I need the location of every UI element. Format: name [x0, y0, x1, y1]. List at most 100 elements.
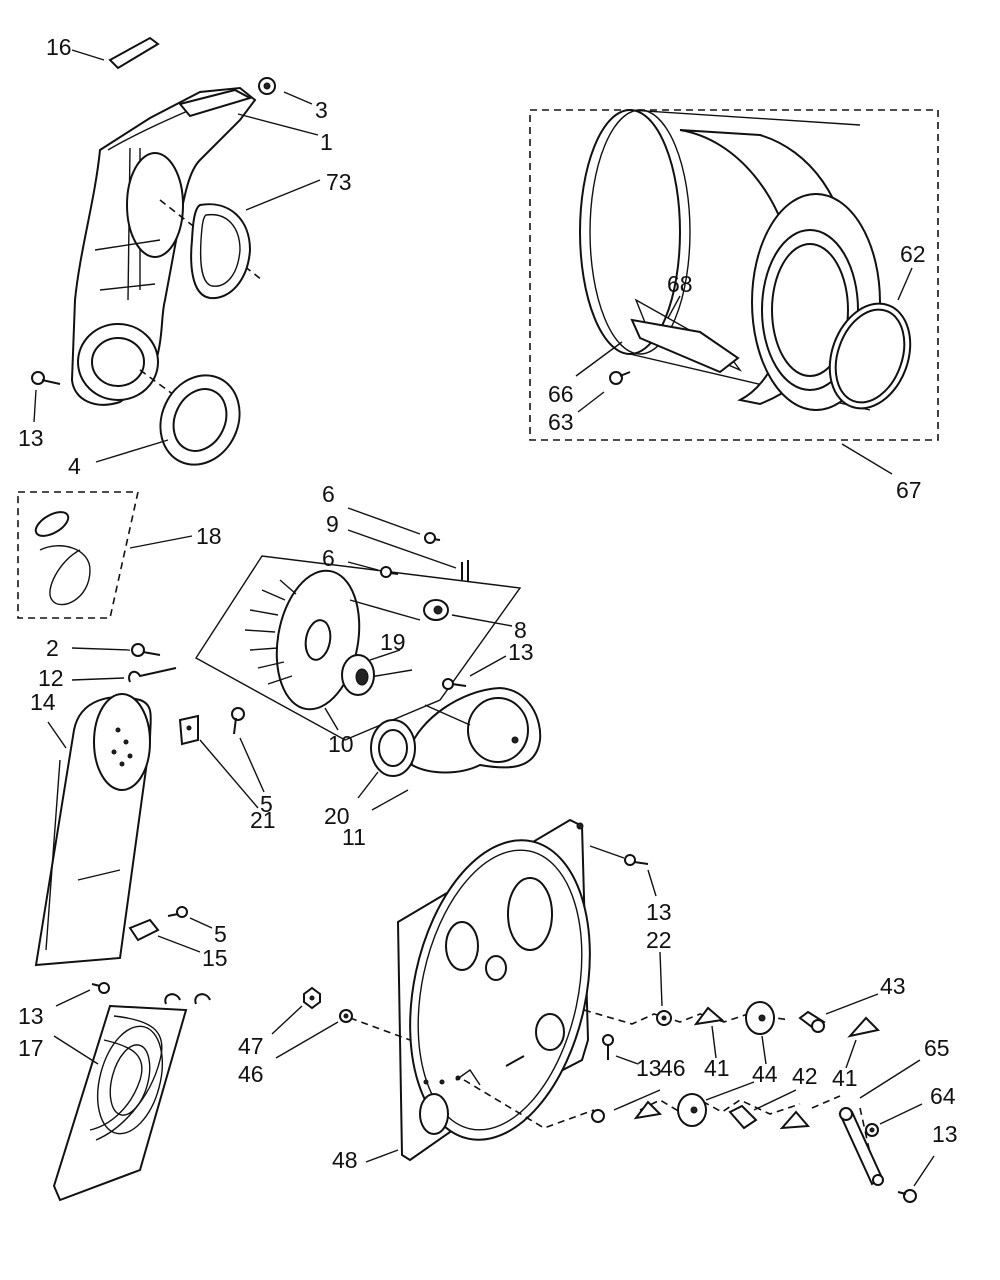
callout-13-b: 13	[469, 639, 534, 677]
label-18: 18	[196, 523, 222, 549]
part-14-exhaust-duct	[34, 693, 152, 967]
part-12-clip	[128, 667, 177, 683]
part-42-bushing	[728, 1104, 758, 1130]
label-13-c: 13	[646, 899, 672, 925]
part-41-clip-a	[693, 1006, 725, 1026]
callout-4: 4	[68, 439, 169, 479]
part-18-service-kit	[17, 491, 139, 619]
label-42: 42	[792, 1063, 818, 1089]
label-13-e: 13	[636, 1055, 662, 1081]
callout-42: 42	[753, 1063, 818, 1111]
label-41-b: 41	[832, 1065, 858, 1091]
label-47: 47	[238, 1033, 264, 1059]
callout-19: 19	[369, 629, 406, 661]
callout-66: 66	[548, 341, 623, 407]
part-44-pulley-b	[677, 1093, 707, 1127]
part-41-clip-d	[779, 1110, 811, 1130]
callout-21: 21	[199, 739, 276, 833]
part-64-washer	[865, 1123, 879, 1137]
part-41-clip-b	[847, 1016, 881, 1038]
label-10: 10	[328, 731, 354, 757]
label-5-a: 5	[260, 791, 273, 817]
part-48-bulkhead	[396, 818, 591, 1162]
label-41-a: 41	[704, 1055, 730, 1081]
label-68: 68	[667, 271, 693, 297]
label-64: 64	[930, 1083, 956, 1109]
label-67: 67	[896, 477, 922, 503]
label-6-a: 6	[322, 481, 335, 507]
label-17: 17	[18, 1035, 44, 1061]
part-3-nut	[258, 77, 276, 95]
part-13-screw-d	[91, 982, 110, 994]
part-19-clamp-hub	[341, 654, 375, 696]
part-46-washer-a	[339, 1009, 353, 1023]
label-73: 73	[326, 169, 352, 195]
label-8: 8	[514, 617, 527, 643]
callout-48: 48	[332, 1147, 399, 1173]
part-21-thermostat-bracket	[178, 714, 199, 746]
callout-20: 20	[324, 771, 379, 829]
part-9-clip	[461, 560, 469, 582]
callout-68: 68	[667, 271, 693, 319]
callout-18: 18	[129, 523, 222, 549]
label-13-f: 13	[932, 1121, 958, 1147]
callout-3: 3	[283, 91, 328, 123]
part-1-bearing-support	[70, 86, 263, 441]
callout-13-d: 13	[18, 989, 91, 1029]
callout-22: 22	[646, 927, 672, 1007]
label-2: 2	[46, 635, 59, 661]
callout-13-a: 13	[18, 389, 44, 451]
part-20-blower-seal	[370, 719, 416, 777]
callout-46-b: 46	[613, 1055, 686, 1111]
part-65-idler-arm	[838, 1107, 884, 1186]
part-10-blower-wheel	[195, 555, 522, 741]
part-13-screw-f	[897, 1189, 917, 1203]
part-5-screw-b	[167, 906, 188, 918]
part-44-pulley-a	[745, 1001, 775, 1035]
callout-13-c: 13	[589, 845, 672, 925]
label-4: 4	[68, 453, 81, 479]
part-41-clip-c	[633, 1100, 663, 1120]
callout-64: 64	[879, 1083, 956, 1125]
callout-41-a: 41	[704, 1025, 730, 1081]
callout-44: 44	[752, 1035, 778, 1087]
part-5-screw-a	[231, 707, 245, 735]
label-9: 9	[326, 511, 339, 537]
part-2-screw	[131, 643, 161, 657]
label-48: 48	[332, 1147, 358, 1173]
part-62-drum-seal	[828, 302, 912, 410]
callout-65: 65	[859, 1035, 950, 1099]
label-12: 12	[38, 665, 64, 691]
label-21: 21	[250, 807, 276, 833]
callout-17: 17	[18, 1035, 99, 1065]
callout-8: 8	[451, 614, 527, 643]
callout-47: 47	[238, 1005, 303, 1059]
label-63: 63	[548, 409, 574, 435]
callout-2: 2	[46, 635, 131, 661]
callout-13-f: 13	[913, 1121, 958, 1187]
label-11: 11	[342, 824, 366, 850]
label-62: 62	[900, 241, 926, 267]
callout-73: 73	[245, 169, 352, 211]
callout-62: 62	[897, 241, 926, 301]
label-1: 1	[320, 129, 333, 155]
part-13-screw-a	[31, 371, 61, 385]
callout-46-a: 46	[238, 1021, 339, 1087]
part-43-bushing	[798, 1010, 826, 1033]
label-13-a: 13	[18, 425, 44, 451]
part-8-bearing	[423, 599, 449, 621]
label-15: 15	[202, 945, 228, 971]
callout-44-b	[705, 1081, 755, 1101]
callout-63: 63	[548, 391, 605, 435]
callout-11: 11	[342, 789, 409, 850]
label-14: 14	[30, 689, 56, 715]
label-44: 44	[752, 1061, 778, 1087]
part-6-screw-b	[380, 566, 399, 578]
part-13-screw-c	[624, 854, 649, 866]
label-19: 19	[380, 629, 406, 655]
part-11-blower-housing	[408, 686, 542, 774]
callout-10: 10	[324, 707, 354, 757]
callout-1: 1	[237, 113, 333, 155]
callout-67: 67	[841, 443, 922, 503]
